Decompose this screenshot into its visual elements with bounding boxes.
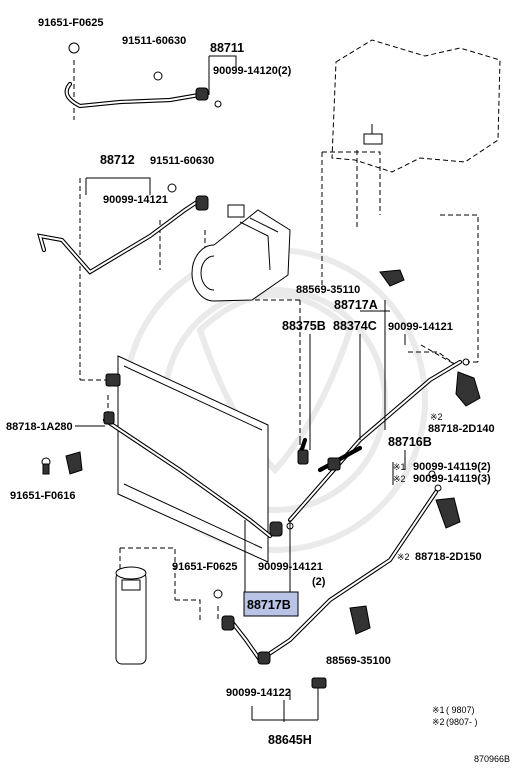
label-90099-14119-a: 90099-14119(2): [413, 461, 491, 473]
note2-mark: ※2: [432, 717, 445, 727]
compressor: [191, 204, 291, 302]
label-90099-14121-b: 90099-14121: [388, 321, 453, 333]
mark-2-a: ※2: [430, 412, 443, 422]
note1-mark: ※1: [432, 705, 445, 715]
mark-2-b: ※2: [393, 474, 406, 484]
label-91511-60630-b: 91511-60630: [150, 155, 214, 167]
label-90099-14121-a: 90099-14121: [103, 194, 168, 206]
note2-text: (9807- ): [446, 717, 478, 727]
label-91651-F0625-bottom: 91651-F0625: [172, 561, 237, 573]
mark-2-c: ※2: [397, 552, 410, 562]
label-88718-1A280: 88718-1A280: [6, 421, 73, 433]
label-88712: 88712: [100, 153, 135, 167]
figure-code: 870966B: [474, 754, 510, 764]
label-88717B: 88717B: [247, 598, 291, 612]
condenser: [117, 355, 269, 563]
label-90099-14121-c-qty: (2): [312, 576, 326, 588]
label-88645H: 88645H: [268, 733, 312, 747]
label-90099-14119-b: 90099-14119(3): [413, 473, 491, 485]
label-leaders: [75, 55, 406, 722]
highlight-88717B: [243, 591, 299, 617]
label-88569-35110: 88569-35110: [296, 284, 360, 296]
label-91651-F0625-top: 91651-F0625: [38, 17, 103, 29]
label-90099-14121-c: 90099-14121: [258, 561, 323, 573]
pipes: [37, 81, 463, 663]
label-91651-F0616: 91651-F0616: [10, 490, 75, 502]
label-88375B: 88375B: [282, 319, 326, 333]
label-88717A: 88717A: [334, 298, 378, 312]
label-91511-60630-a: 91511-60630: [122, 35, 186, 47]
label-88718-2D140: 88718-2D140: [428, 423, 495, 435]
fittings: [41, 42, 481, 689]
applicability-notes: ※1 ( 9807) ※2 (9807- ): [432, 705, 478, 727]
label-88374C: 88374C: [333, 319, 377, 333]
receiver-drier: [115, 566, 147, 665]
label-88711: 88711: [210, 41, 244, 55]
evaporator-unit-outline: [331, 39, 501, 173]
label-90099-14122: 90099-14122: [226, 687, 291, 699]
label-88569-35100: 88569-35100: [326, 655, 391, 667]
label-88716B: 88716B: [388, 435, 432, 449]
label-90099-14120: 90099-14120(2): [213, 65, 292, 77]
label-88718-2D150: 88718-2D150: [415, 551, 482, 563]
part-labels: 91651-F0625 91511-60630 88711 90099-1412…: [6, 17, 495, 747]
mark-1-b: ※1: [393, 462, 406, 472]
note1-text: ( 9807): [446, 705, 475, 715]
